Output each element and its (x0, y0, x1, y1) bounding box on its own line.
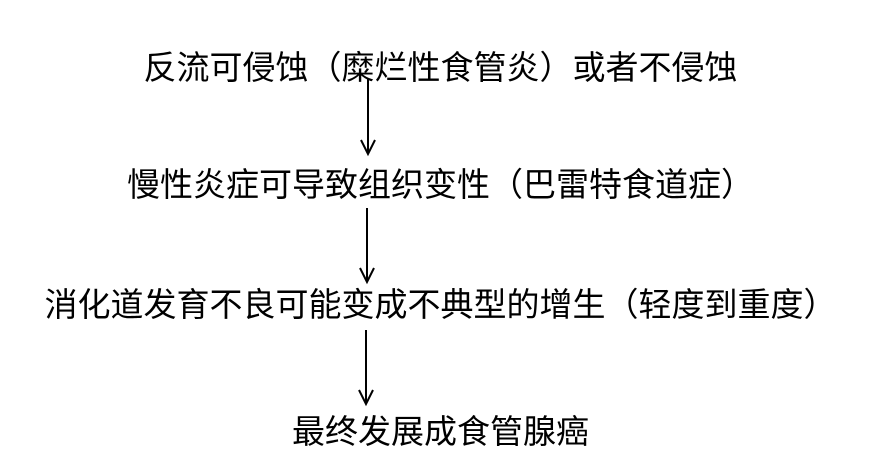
step-dysplasia: 消化道发育不良可能变成不典型的增生（轻度到重度） (44, 285, 837, 324)
arrow-down-icon (358, 330, 374, 407)
arrow-down-icon (360, 78, 376, 157)
step-adenocarcinoma: 最终发展成食管腺癌 (292, 412, 589, 451)
step-chronic-inflammation: 慢性炎症可导致组织变性（巴雷特食道症） (127, 165, 754, 204)
arrow-down-icon (359, 208, 375, 285)
step-reflux-erosion: 反流可侵蚀（糜烂性食管炎）或者不侵蚀 (143, 48, 738, 87)
